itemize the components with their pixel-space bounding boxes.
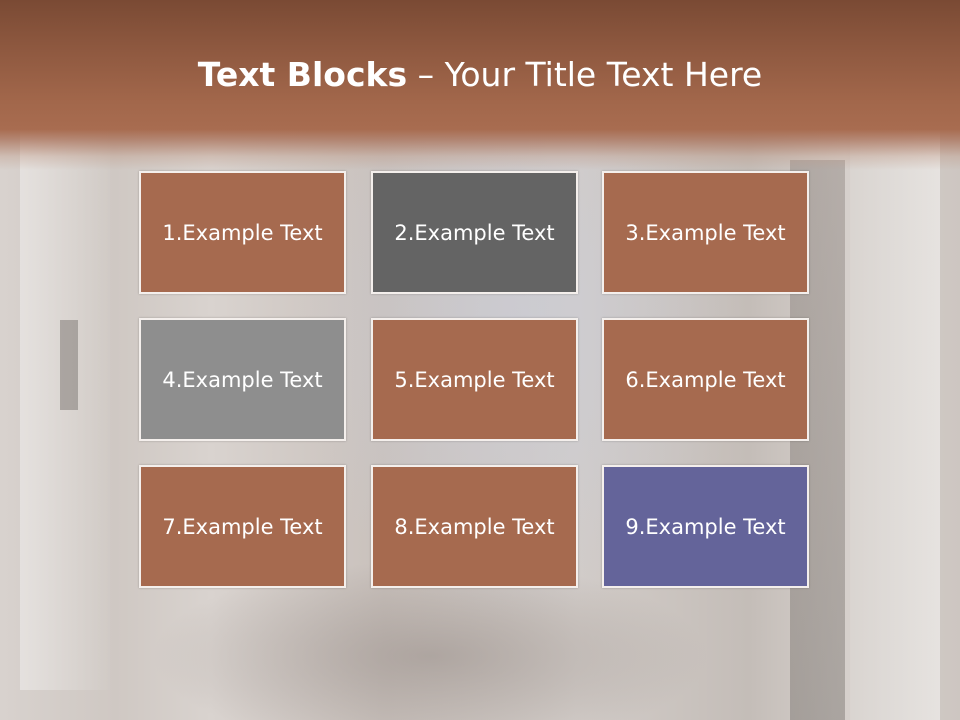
slide-title: Text Blocks – Your Title Text Here [0,52,960,98]
text-block-5[interactable]: 5.Example Text [371,318,578,441]
text-block-3[interactable]: 3.Example Text [602,171,809,294]
text-block-6[interactable]: 6.Example Text [602,318,809,441]
title-text: Your Title Text Here [444,55,763,94]
title-band: Text Blocks – Your Title Text Here [0,0,960,170]
text-block-4[interactable]: 4.Example Text [139,318,346,441]
background-rack-latch [60,320,78,410]
title-bold: Text Blocks [197,55,408,94]
background-server-rack-right [850,130,940,720]
background-server-rack-left [20,130,110,690]
text-block-2[interactable]: 2.Example Text [371,171,578,294]
text-block-1[interactable]: 1.Example Text [139,171,346,294]
text-block-8[interactable]: 8.Example Text [371,465,578,588]
text-block-7[interactable]: 7.Example Text [139,465,346,588]
title-separator: – [407,55,445,94]
text-block-9[interactable]: 9.Example Text [602,465,809,588]
